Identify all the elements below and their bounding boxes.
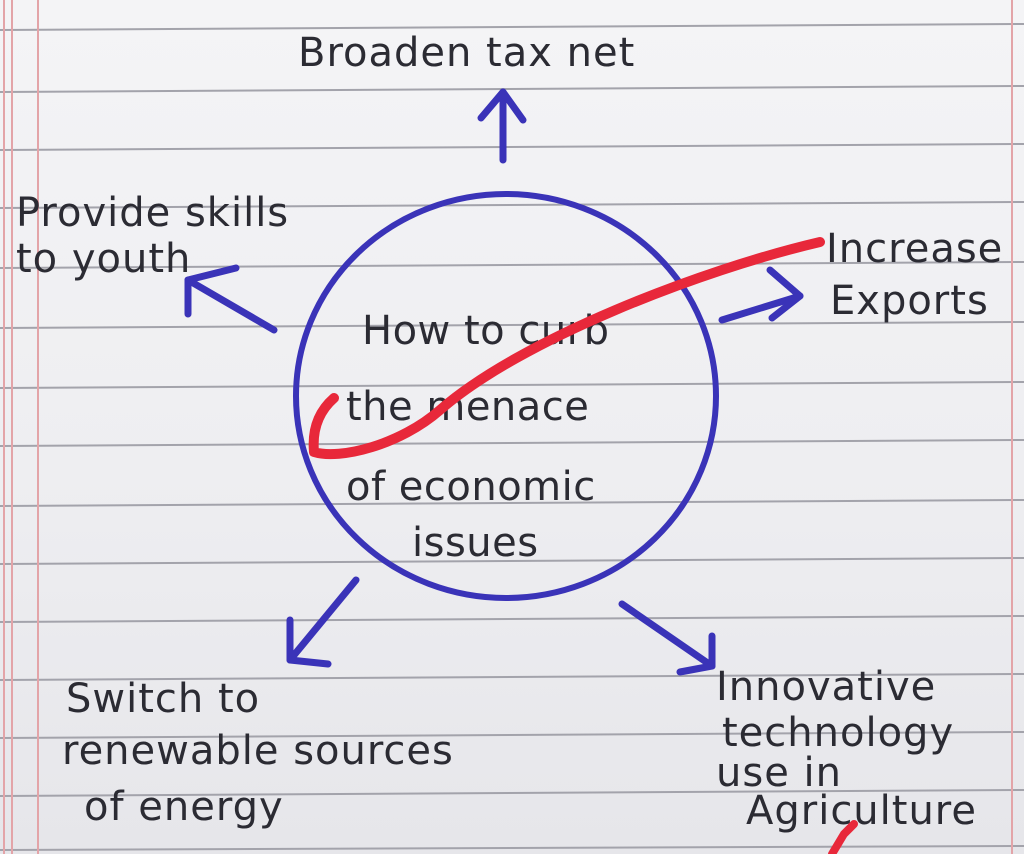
arrow-down-right-icon [618, 600, 716, 676]
branch-bottom-left-line-2: renewable sources [62, 728, 454, 774]
branch-left-line-1: Provide skills [16, 190, 289, 236]
branch-left-line-2: to youth [16, 236, 191, 282]
red-correction-stroke [308, 237, 825, 460]
branch-bottom-right-line-1: Innovative [716, 664, 936, 710]
branch-bottom-right-line-2: technology [722, 710, 954, 756]
red-tick-mark [828, 820, 858, 854]
arrow-down-left-icon [286, 576, 360, 668]
center-line-4: issues [412, 520, 539, 566]
branch-bottom-left-line-3: of energy [84, 784, 284, 830]
branch-right-line-1: Increase [826, 226, 1003, 272]
arrows [184, 88, 804, 676]
branch-bottom-right-line-3: use in [716, 750, 842, 796]
branch-bottom-right-line-4: Agriculture [746, 788, 977, 834]
branch-bottom-left-line-1: Switch to [66, 676, 260, 722]
branch-top-text: Broaden tax net [298, 30, 635, 76]
ruled-lines [0, 23, 1024, 851]
branch-right-line-2: Exports [830, 278, 989, 324]
arrow-up-icon [477, 88, 527, 164]
center-circle [293, 191, 719, 601]
arrow-left-icon [184, 264, 278, 334]
margin-lines [3, 0, 1013, 854]
center-line-3: of economic [346, 464, 596, 510]
arrow-right-icon [718, 266, 804, 324]
